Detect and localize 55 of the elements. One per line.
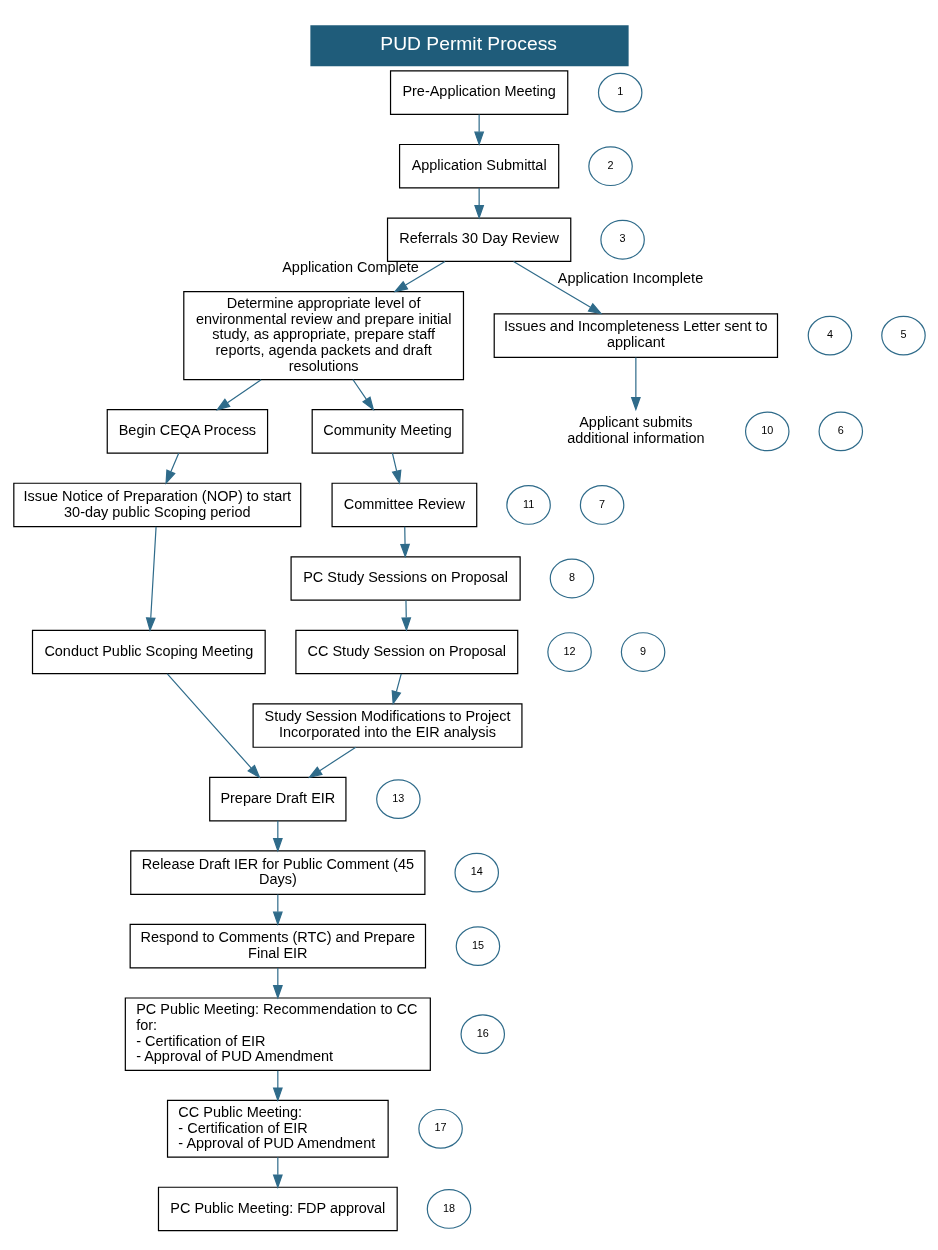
node-box: Respond to Comments (RTC) and Prepare Final EIR [129,923,426,968]
arrow [145,525,157,632]
node-box: PC Public Meeting: FDP approval [157,1186,398,1231]
node-ellipse: 10 [744,411,790,451]
node-box: Referrals 30 Day Review [386,216,571,262]
node-box: Issues and Incompleteness Letter sent to applicant [493,312,778,358]
node-box: Application Submittal [398,143,559,188]
node-box: CC Public Meeting: - Certification of EIR - Approval of PUD Amendment [166,1099,389,1158]
node-box: Release Draft IER for Public Comment (45 Days) [129,849,425,895]
arrow [391,452,401,485]
arrow [351,378,374,411]
node-text: Applicant submits additional information [566,413,705,446]
arrow [512,260,603,315]
node-box: CC Study Session on Proposal [294,629,518,674]
node-box: Determine appropriate level of environmental review and prepare initial study, as appropriate, prepare staff reports, agenda packets and draft resolutions [182,290,464,380]
node-box: Study Session Modifications to Project Incorporated into the EIR analysis [252,702,523,748]
node-box: PC Public Meeting: Recommendation to CC for: - Certification of EIR - Approval of PUD Amendment [124,996,431,1071]
node-ellipse: 14 [453,852,499,892]
node-ellipse: 6 [818,411,863,451]
node-box: Prepare Draft EIR [208,776,347,821]
node-ellipse: 9 [620,631,665,672]
node-ellipse: 5 [880,315,926,355]
node-ellipse: 3 [599,219,645,260]
node-ellipse: 15 [455,925,500,966]
node-ellipse: 1 [597,72,642,113]
arrow [391,672,402,705]
arrow [215,378,262,411]
node-ellipse: 2 [587,145,633,186]
arrow [399,525,410,558]
arrow [166,672,261,779]
arrow [307,746,356,778]
edge-label: Application Incomplete [557,269,703,286]
node-ellipse: 12 [546,631,592,672]
diagram-title: PUD Permit Process [379,32,557,54]
node-box: Community Meeting [311,408,463,454]
arrow [473,113,484,146]
node-box: Pre-Application Meeting [389,69,568,115]
node-box: PC Study Sessions on Proposal [290,555,521,601]
node-box: Conduct Public Scoping Meeting [31,629,266,674]
arrow [630,356,641,411]
arrow [473,186,484,220]
node-ellipse: 16 [459,1013,505,1054]
arrow [392,260,446,292]
node-ellipse: 4 [807,315,852,355]
node-ellipse: 8 [549,558,594,598]
arrow [164,452,179,485]
node-box: Begin CEQA Process [106,408,268,454]
node-ellipse: 18 [426,1188,471,1229]
node-box: Committee Review [330,482,477,527]
node-ellipse: 7 [579,484,624,525]
node-ellipse: 13 [375,778,421,819]
node-ellipse: 17 [417,1108,463,1149]
node-box: Issue Notice of Preparation (NOP) to start 30-day public Scoping period [12,482,301,527]
node-ellipse: 11 [505,484,551,525]
arrow [400,599,411,632]
